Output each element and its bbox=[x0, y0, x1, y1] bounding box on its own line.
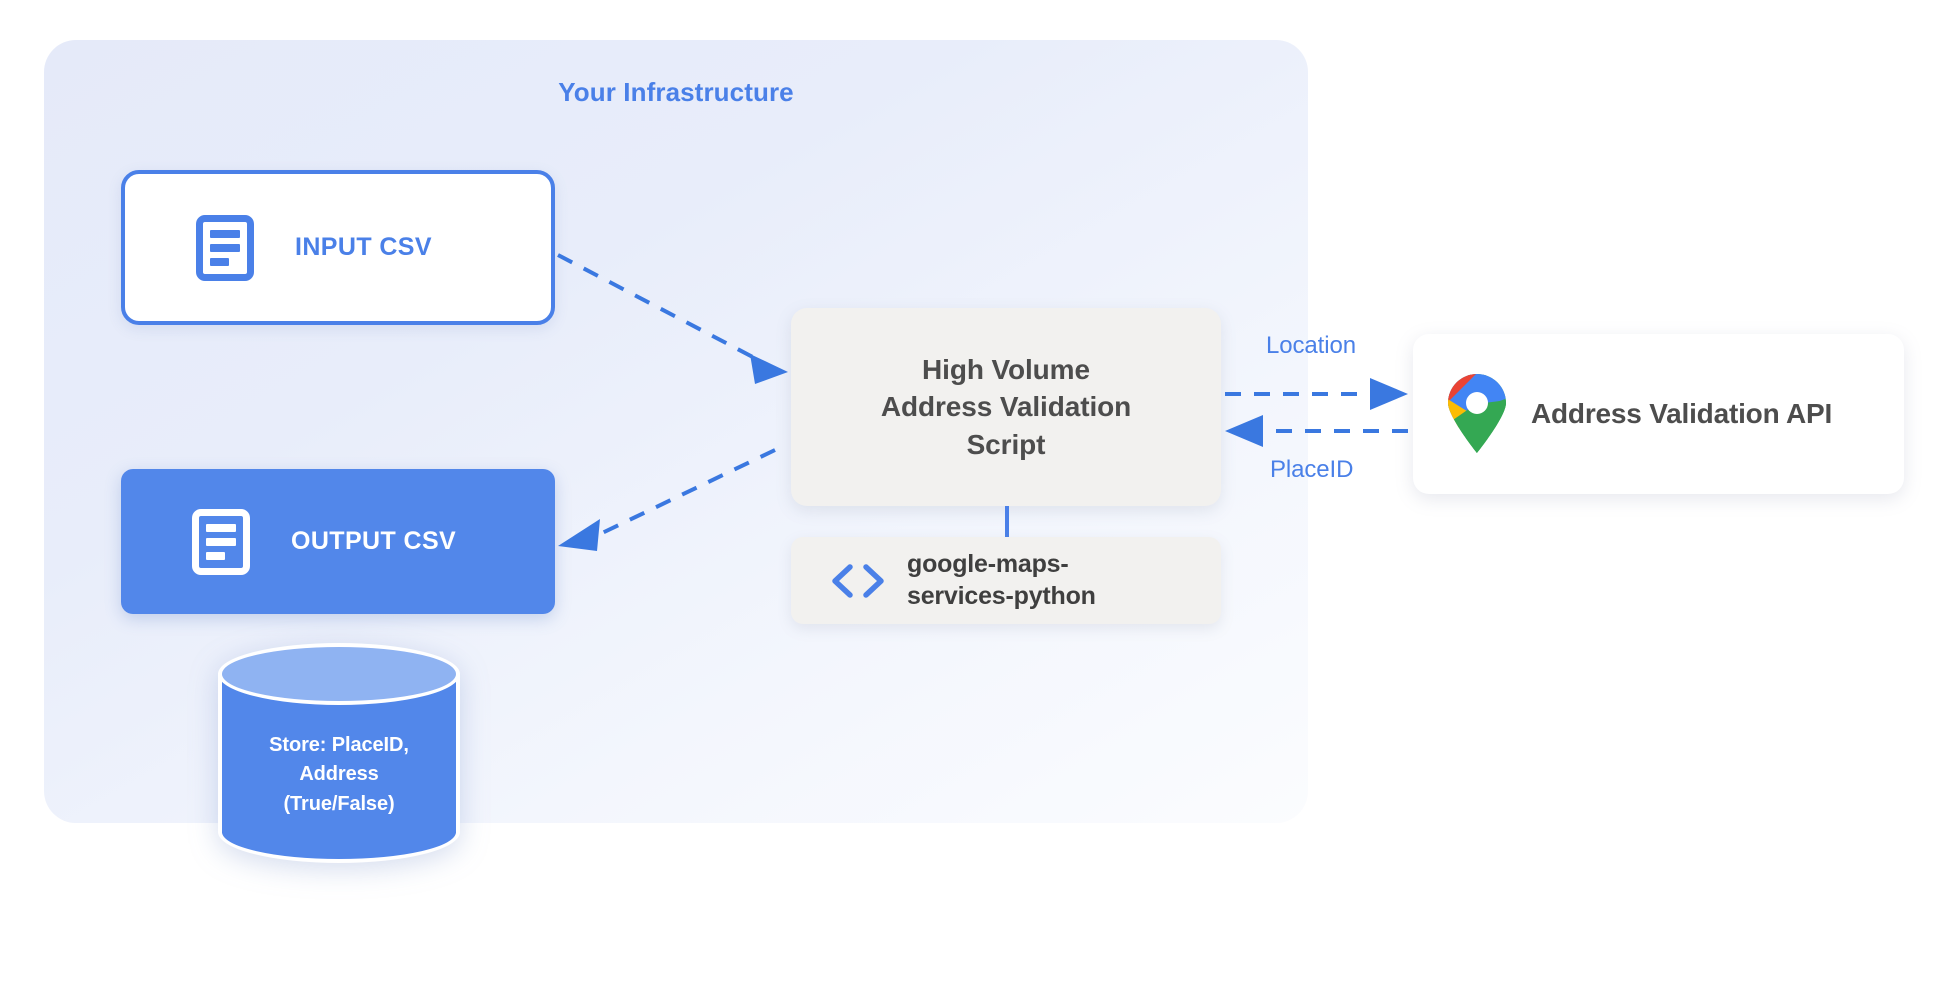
database-label: Store: PlaceID, Address (True/False) bbox=[218, 731, 460, 819]
document-line-2 bbox=[206, 537, 236, 546]
document-line-2 bbox=[210, 243, 240, 252]
input-csv-label: INPUT CSV bbox=[295, 233, 432, 261]
script-library-connector bbox=[1005, 506, 1009, 539]
google-maps-pin-icon bbox=[1447, 374, 1506, 453]
document-line-3 bbox=[206, 551, 225, 560]
document-icon bbox=[192, 508, 250, 575]
database-label-line-2: Address bbox=[299, 763, 379, 786]
code-brackets-icon bbox=[832, 563, 884, 598]
script-line-3: Script bbox=[966, 428, 1046, 460]
document-line-3 bbox=[210, 257, 229, 266]
validation-script-label: High Volume Address Validation Script bbox=[881, 351, 1131, 463]
database-label-line-3: (True/False) bbox=[283, 792, 395, 815]
document-icon bbox=[196, 214, 254, 281]
document-line-1 bbox=[210, 229, 240, 238]
node-address-validation-api[interactable]: Address Validation API bbox=[1413, 334, 1904, 494]
edge-label-placeid: PlaceID bbox=[1270, 456, 1354, 483]
script-line-1: High Volume bbox=[922, 354, 1090, 386]
node-validation-script[interactable]: High Volume Address Validation Script bbox=[791, 308, 1221, 506]
library-line-1: google-maps- bbox=[907, 550, 1069, 578]
document-line-1 bbox=[206, 523, 236, 532]
database-top-ellipse bbox=[218, 643, 460, 705]
script-line-2: Address Validation bbox=[880, 391, 1132, 423]
output-csv-label: OUTPUT CSV bbox=[291, 527, 457, 555]
database-label-line-1: Store: PlaceID, bbox=[269, 734, 409, 756]
api-label: Address Validation API bbox=[1531, 398, 1833, 429]
node-client-library[interactable]: google-maps- services-python bbox=[791, 537, 1221, 624]
client-library-label: google-maps- services-python bbox=[907, 549, 1096, 612]
panel-title: Your Infrastructure bbox=[558, 77, 794, 107]
library-line-2: services-python bbox=[907, 581, 1096, 610]
node-input-csv[interactable]: INPUT CSV bbox=[121, 170, 555, 325]
node-output-csv[interactable]: OUTPUT CSV bbox=[121, 469, 555, 614]
edge-label-location: Location bbox=[1266, 332, 1356, 359]
node-database[interactable]: Store: PlaceID, Address (True/False) bbox=[218, 643, 460, 863]
